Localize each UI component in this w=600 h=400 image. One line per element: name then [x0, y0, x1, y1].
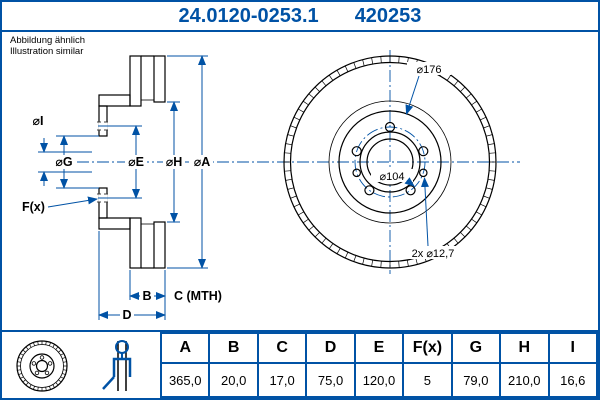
catalog-number: 420253 — [354, 4, 422, 27]
bolt-hole — [351, 146, 362, 157]
bolt-circle — [354, 126, 426, 198]
bolt-hole — [405, 185, 416, 196]
bolt-hole — [384, 121, 396, 133]
bolt-hole — [418, 146, 429, 157]
label-pin-holes: 2x ⌀12,7 — [412, 248, 455, 260]
dim-header-cell: G — [450, 332, 502, 364]
label-f: F(x) — [22, 200, 45, 214]
bolt-hole — [364, 185, 375, 196]
dim-value-cell: 210,0 — [499, 362, 550, 398]
label-dia-g: ⌀G — [55, 155, 72, 169]
dim-header-cell: C — [256, 332, 308, 364]
pin-hole — [418, 168, 428, 178]
front-view: ⌀176 ⌀104 2x ⌀12,7 — [283, 50, 497, 274]
label-dia-i: ⌀I — [33, 114, 44, 128]
part-number: 24.0120-0253.1 — [178, 4, 319, 27]
label-dia-a: ⌀A — [194, 155, 211, 169]
vented-disc-icon — [16, 340, 68, 392]
dim-value-cell: 365,0 — [159, 362, 211, 398]
illustration-note: Abbildung ähnlich Illustration similar — [10, 35, 85, 58]
label-dia-h: ⌀H — [166, 155, 183, 169]
footer: A B C D E F(x) G H I 365,0 20,0 17,0 75,… — [2, 330, 598, 398]
dim-value-cell: 20,0 — [208, 362, 259, 398]
note-line-de: Abbildung ähnlich — [10, 35, 86, 46]
dim-header-cell: I — [547, 332, 598, 364]
dim-header-cell: A — [159, 332, 211, 364]
technical-drawing: ⌀A ⌀H ⌀E ⌀G ⌀I F(x) B C (MTH) D — [22, 50, 520, 322]
label-c-mth: C (MTH) — [174, 289, 222, 303]
pin-hole — [352, 168, 362, 178]
label-dia-e: ⌀E — [128, 155, 144, 169]
dim-value-cell: 75,0 — [305, 362, 356, 398]
label-b: B — [142, 289, 151, 303]
title-bar: 24.0120-0253.1 420253 — [2, 2, 598, 32]
dim-header-cell: H — [499, 332, 550, 364]
dim-header-cell: D — [305, 332, 356, 364]
table-value-row: 365,0 20,0 17,0 75,0 120,0 5 79,0 210,0 … — [159, 362, 598, 398]
dim-value-cell: 16,6 — [547, 362, 598, 398]
dim-value-cell: 5 — [402, 362, 453, 398]
label-d: D — [122, 308, 131, 322]
table-header-row: A B C D E F(x) G H I — [159, 332, 598, 364]
disc-thickness-gauge-icon — [102, 340, 132, 391]
note-line-en: Illustration similar — [10, 46, 84, 58]
dimension-table-wrap: A B C D E F(x) G H I 365,0 20,0 17,0 75,… — [159, 332, 598, 398]
dim-header-cell: E — [353, 332, 405, 364]
footer-icons — [16, 340, 132, 392]
section-dimensions: ⌀A ⌀H ⌀E ⌀G ⌀I F(x) B C (MTH) D — [22, 55, 222, 322]
dim-value-cell: 79,0 — [450, 362, 502, 398]
vent-ticks — [284, 56, 496, 268]
label-dia-104: ⌀104 — [380, 171, 405, 183]
dim-value-cell: 120,0 — [353, 362, 405, 398]
dim-value-cell: 17,0 — [256, 362, 308, 398]
dim-header-cell: F(x) — [402, 332, 453, 364]
dimension-table: A B C D E F(x) G H I 365,0 20,0 17,0 75,… — [159, 332, 598, 398]
label-dia-176: ⌀176 — [417, 64, 442, 76]
dim-header-cell: B — [208, 332, 259, 364]
